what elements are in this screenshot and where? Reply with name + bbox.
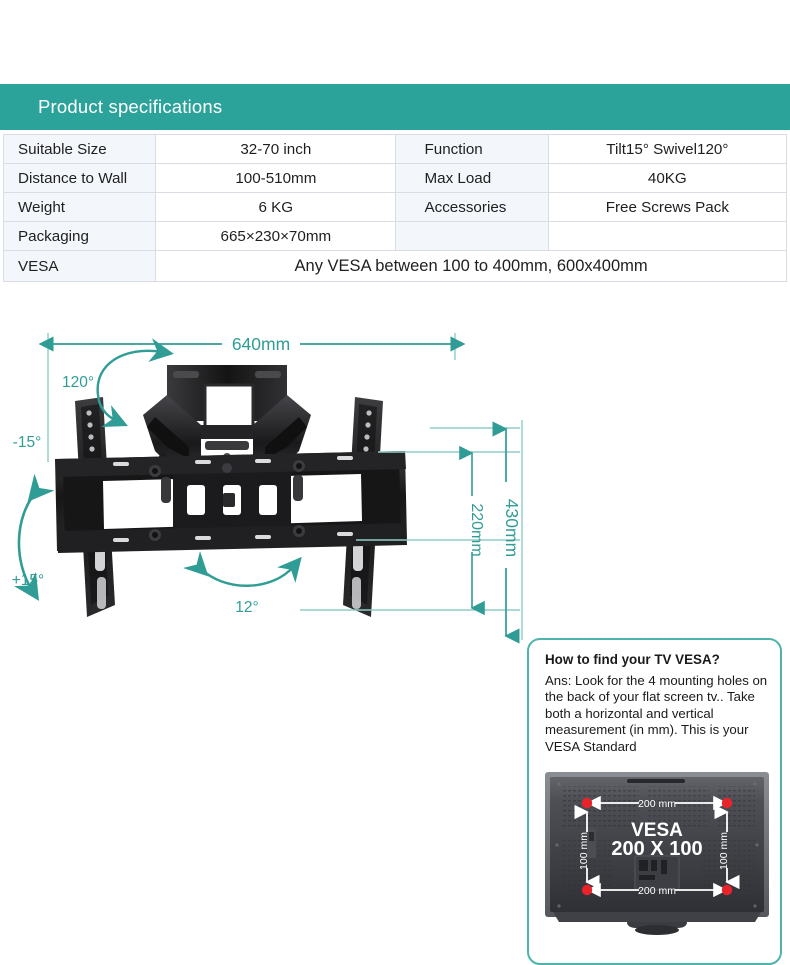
table-row: Packaging 665×230×70mm (2, 221, 788, 251)
dimension-annotations: 640mm 120° -15° +15° 12° 220mm 430mm (12, 333, 523, 644)
bracket-wall-rail (55, 451, 407, 553)
spec-value-weight: 6 KG (155, 192, 397, 222)
spec-value-max-load: 40KG (547, 163, 788, 193)
tv-left-height-label: 100 mm (578, 832, 590, 870)
spec-value-empty (547, 221, 788, 251)
tv-top-width-label: 200 mm (638, 798, 676, 810)
spec-label-accessories: Accessories (395, 192, 549, 222)
spec-label-function: Function (395, 134, 549, 164)
spec-label-vesa: VESA (2, 250, 157, 282)
swivel-angle-label: 120° (62, 374, 94, 391)
product-specifications-header: Product specifications (0, 84, 790, 130)
table-row-vesa: VESA Any VESA between 100 to 400mm, 600x… (2, 250, 787, 282)
spec-value-function: Tilt15° Swivel120° (547, 134, 788, 164)
spec-value-packaging: 665×230×70mm (155, 221, 397, 251)
spec-label-distance-to-wall: Distance to Wall (2, 163, 157, 193)
table-row: Weight 6 KG Accessories Free Screws Pack (2, 192, 788, 222)
vesa-answer: Ans: Look for the 4 mounting holes on th… (545, 673, 768, 754)
tv-back-vesa-image: 200 mm 200 mm 100 mm 100 mm VESA 200 X 1… (543, 770, 771, 939)
spec-label-weight: Weight (2, 192, 157, 222)
product-specifications-table: Suitable Size 32-70 inch Function Tilt15… (2, 134, 788, 282)
spec-label-packaging: Packaging (2, 221, 157, 251)
inner-height-dimension-label: 220mm (468, 503, 485, 556)
spec-label-max-load: Max Load (395, 163, 549, 193)
spec-value-accessories: Free Screws Pack (547, 192, 788, 222)
table-row: Suitable Size 32-70 inch Function Tilt15… (2, 134, 788, 164)
tv-vesa-size: 200 X 100 (611, 838, 702, 860)
product-diagram: 640mm 120° -15° +15° 12° 220mm 430mm How… (0, 300, 790, 965)
tilt-down-angle-label: +15° (12, 572, 45, 589)
spec-label-suitable-size: Suitable Size (2, 134, 157, 164)
vesa-info-box: How to find your TV VESA? Ans: Look for … (527, 638, 782, 965)
spec-value-suitable-size: 32-70 inch (155, 134, 397, 164)
tv-right-height-label: 100 mm (718, 832, 730, 870)
tilt-up-angle-label: -15° (13, 434, 42, 451)
table-row: Distance to Wall 100-510mm Max Load 40KG (2, 163, 788, 193)
tv-wall-mount-bracket-image (55, 355, 475, 655)
outer-height-dimension-label: 430mm (502, 499, 522, 557)
rotate-angle-label: 12° (235, 599, 258, 616)
tv-bottom-width-label: 200 mm (638, 885, 676, 897)
page-title: Product specifications (38, 96, 223, 117)
spec-label-empty (395, 221, 549, 251)
spec-value-vesa: Any VESA between 100 to 400mm, 600x400mm (155, 250, 787, 282)
spec-value-distance-to-wall: 100-510mm (155, 163, 397, 193)
width-dimension-label: 640mm (232, 334, 290, 354)
vesa-question: How to find your TV VESA? (545, 652, 720, 667)
